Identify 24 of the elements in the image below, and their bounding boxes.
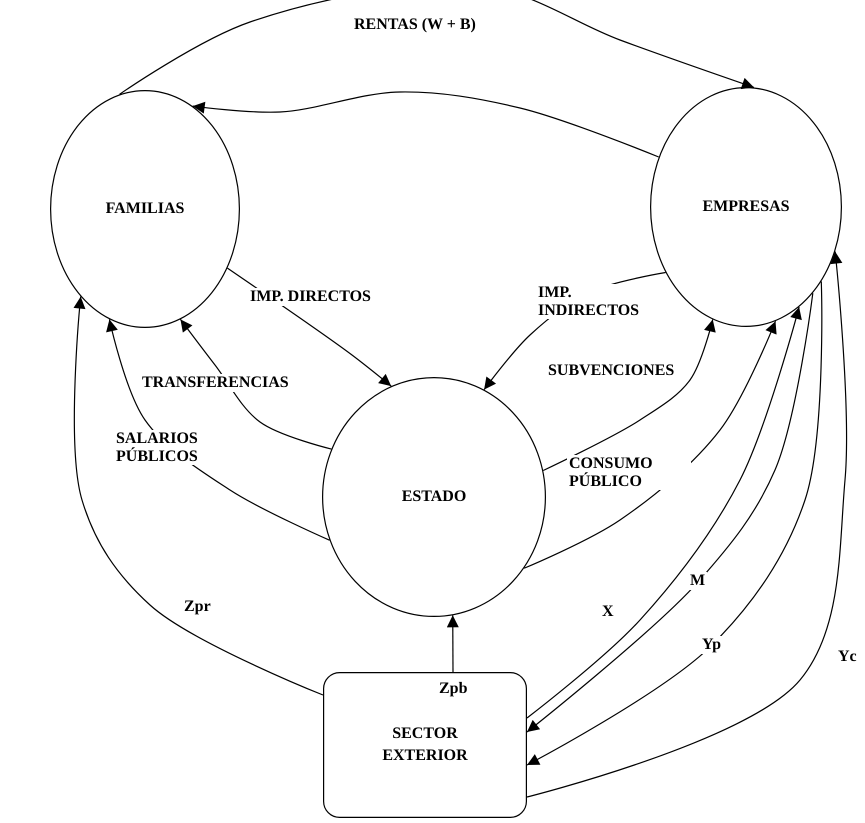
sector-name: ESTADO: [402, 487, 466, 508]
sector-circle: [50, 90, 240, 328]
flow-arrow: [119, 0, 754, 95]
edge-label: M: [688, 572, 708, 590]
sector-name: EMPRESAS: [702, 197, 790, 218]
edge-label: CONSUMO PÚBLICO: [567, 455, 691, 490]
sector-name: SECTOR EXTERIOR: [381, 724, 469, 766]
flow-arrow: [542, 319, 716, 472]
flow-arrow: [446, 615, 459, 672]
flow-arrow: [192, 91, 659, 158]
edge-label: Zpr: [182, 598, 213, 616]
edge-label: TRANSFERENCIAS: [140, 374, 291, 392]
sector-box: [323, 672, 527, 818]
flow-arrow: [180, 319, 332, 450]
edge-label: Zpb: [437, 680, 470, 698]
flow-arrow: [526, 252, 848, 798]
sector-name: FAMILIAS: [106, 199, 184, 220]
sector-circle: [322, 377, 546, 617]
flow-arrow: [74, 296, 324, 696]
flow-arrow: [524, 320, 777, 569]
edge-label: RENTAS (W + B): [352, 16, 478, 34]
edge-label: IMP. DIRECTOS: [248, 288, 373, 306]
edge-label: Yp: [700, 636, 723, 654]
sector-circle: [650, 87, 842, 327]
